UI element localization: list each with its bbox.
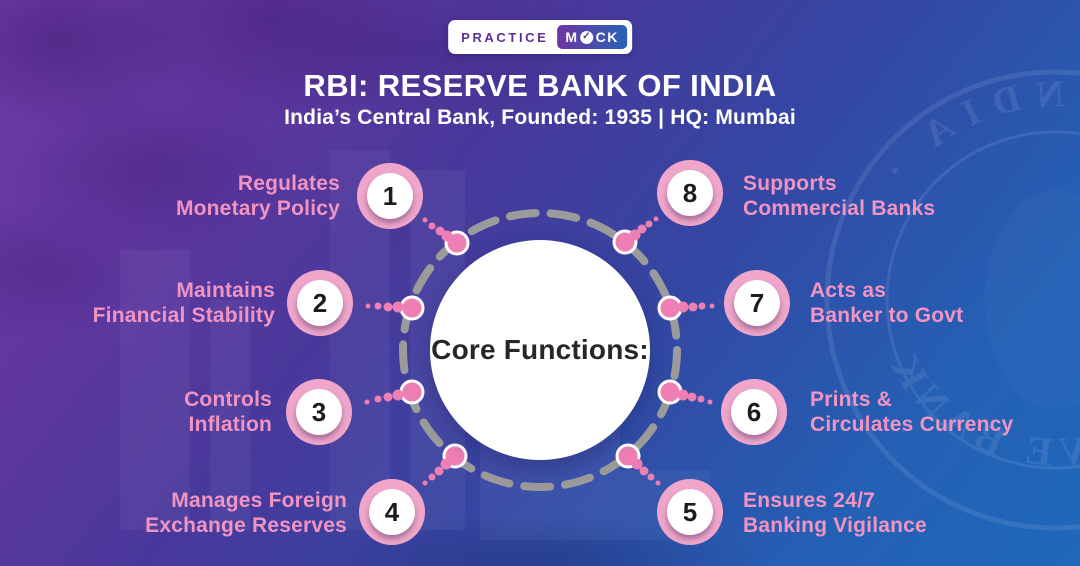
- function-number-2: 2: [297, 280, 343, 326]
- function-number-3: 3: [296, 389, 342, 435]
- function-badge-1: 1: [357, 163, 423, 229]
- function-label-3: Controls Inflation: [184, 388, 272, 436]
- core-functions-circle: Core Functions:: [430, 240, 650, 460]
- logo-mock-ck: CK: [595, 29, 619, 45]
- function-number-4: 4: [369, 489, 415, 535]
- logo-practice-text: PRACTICE: [461, 29, 549, 45]
- logo-mock-badge: M✓CK: [557, 25, 627, 49]
- function-label-1: Regulates Monetary Policy: [175, 172, 340, 220]
- function-number-6: 6: [731, 389, 777, 435]
- function-label-2: Maintains Financial Stability: [92, 279, 275, 327]
- function-label-4: Manages Foreign Exchange Reserves: [145, 489, 347, 537]
- practicemock-logo: PRACTICE M✓CK: [448, 20, 632, 54]
- function-number-8: 8: [667, 170, 713, 216]
- function-number-7: 7: [734, 280, 780, 326]
- logo-mock-m: M: [565, 29, 579, 45]
- page-title: RBI: RESERVE BANK OF INDIA: [303, 68, 777, 103]
- connector-dots: [364, 216, 715, 486]
- mock-o-check-icon: ✓: [580, 30, 594, 44]
- function-label-5: Ensures 24/7 Banking Vigilance: [743, 489, 927, 537]
- function-label-8: Supports Commercial Banks: [743, 172, 936, 220]
- function-number-5: 5: [667, 489, 713, 535]
- function-badge-8: 8: [657, 160, 723, 226]
- core-functions-label: Core Functions:: [431, 334, 649, 365]
- function-badge-6: 6: [721, 379, 787, 445]
- function-badge-5: 5: [657, 479, 723, 545]
- page-subtitle: India’s Central Bank, Founded: 1935 | HQ…: [284, 106, 796, 129]
- function-badge-4: 4: [359, 479, 425, 545]
- function-badge-7: 7: [724, 270, 790, 336]
- dashed-ring: [399, 209, 681, 491]
- function-number-1: 1: [367, 173, 413, 219]
- function-badge-3: 3: [286, 379, 352, 445]
- function-label-6: Prints & Circulates Currency: [810, 388, 1014, 436]
- function-badge-2: 2: [287, 270, 353, 336]
- function-label-7: Acts as Banker to Govt: [810, 279, 964, 327]
